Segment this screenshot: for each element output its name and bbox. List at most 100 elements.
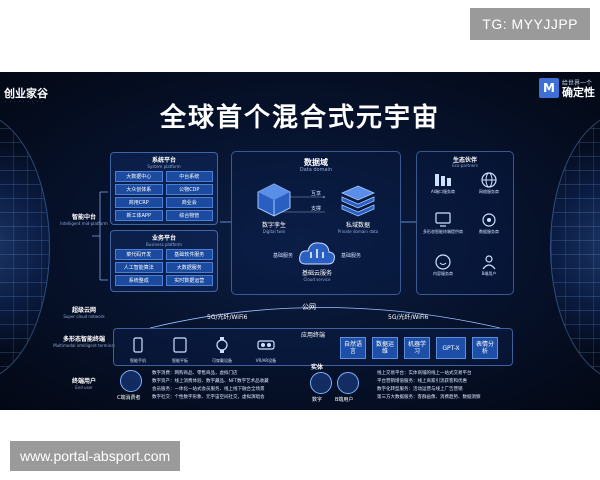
terminal-title: 应用终端 [300, 332, 325, 339]
system-cell: 商用CRP [115, 197, 163, 208]
label-mid-platform-zh: 智能中台 [71, 214, 96, 221]
brand-mark-icon: M [539, 78, 559, 98]
c-service-line: 会员服务：一体化一站式会员服务、线上线下融合全场景 [152, 387, 265, 392]
private-data-en: Private domain data [337, 229, 379, 234]
base-service-left-label: 基础服务 [272, 253, 293, 259]
eco-item-terminal: 多形态智能终端提供商 [422, 212, 464, 234]
b-user-icon [482, 255, 496, 270]
label-cloud-net-en: Super cloud network [63, 314, 105, 319]
digital-twin-en: Digital twin [262, 229, 286, 234]
digital-twin-zh: 数字孪生 [261, 222, 286, 229]
digital-twin-label: 数字孪生 Digital twin [246, 220, 302, 234]
cloud-service-zh: 基础云服务 [301, 270, 332, 277]
content-service-icon [435, 254, 451, 270]
eco-partners-subtitle: Eco-partners [452, 163, 478, 168]
entity-heading: 实体 [311, 364, 324, 371]
business-cell: 实时数据运营 [165, 275, 213, 286]
device-phone: 智能手机 [118, 337, 158, 364]
public-network-label: 公网 [302, 303, 316, 311]
device-label: 智能平板 [172, 358, 188, 363]
system-platform-subtitle: System platform [147, 164, 181, 169]
business-cell: 菜代码开发 [115, 249, 163, 260]
b-service-line: 第三方大数据服务：客群画像、消费趋势、数据洞察 [377, 395, 481, 400]
c-service-line: 数字资产：线上消费体验、数字藏品、NFT数字艺术品收藏 [152, 379, 269, 384]
digital-label: 数字 [312, 397, 323, 403]
phone-icon [133, 337, 143, 353]
cloud-service-icon [299, 242, 335, 265]
page-title: 全球首个混合式元宇宙 [159, 103, 440, 133]
watermark-bottom: www.portal-absport.com [10, 441, 181, 471]
link-bottom-label: 支撑 [310, 206, 321, 212]
device-tablet: 智能平板 [160, 337, 200, 364]
eco-partners-title: 生态伙伴 [452, 157, 477, 164]
network-right-label: 5G/光纤/WiFi6 [388, 314, 429, 321]
system-cell: 新工体APP [115, 210, 163, 221]
brand-logo-right: M 给世界一个 确定性 [539, 78, 595, 99]
system-platform-title: 系统平台 [151, 157, 176, 164]
business-platform-title: 业务平台 [151, 235, 176, 242]
network-left-label: 5G/光纤/WiFi6 [207, 314, 248, 321]
tech-chip: 数据运维 [372, 337, 398, 359]
b-service-line: 数字化转型服务：活动运营与线上广告营销 [377, 387, 463, 392]
b-user-label: B端用户 [335, 397, 354, 403]
brand-right-line2: 确定性 [562, 86, 595, 99]
label-cloud-net: 超级云网 Super cloud network [52, 305, 116, 319]
terminal-panel: 应用终端 智能手机 智能平板 可穿戴设备 VR/AR设备 自然语言 数据运维 机… [113, 328, 513, 366]
device-wearable: 可穿戴设备 [202, 337, 242, 364]
metaverse-slide: 创业家谷 · · · · · · · · · M 给世界一个 确定性 全球首个混… [0, 72, 600, 410]
vr-headset-icon [257, 340, 275, 350]
cloud-service-en: Cloud service [303, 277, 331, 282]
brand-logo-left-sub: · · · · · · · · · [5, 99, 44, 104]
system-cell: 大数据中心 [115, 171, 163, 182]
link-top-label: 互享 [310, 191, 321, 197]
device-label: 智能手机 [130, 358, 146, 363]
watermark-top: TG: MYYJJPP [470, 8, 590, 40]
label-end-user-en: End user [75, 385, 93, 390]
data-domain-title: 数据域 [304, 158, 328, 167]
brand-right-line1: 给世界一个 [562, 80, 593, 87]
data-domain-panel: 数据域 Data domain 数字孪生 Digital twin 私域数据 P… [231, 151, 401, 295]
device-label: VR/AR设备 [255, 358, 277, 363]
eco-item-label: 网络服务商 [479, 189, 499, 194]
data-service-icon [482, 213, 496, 227]
digital-icon [310, 372, 332, 394]
business-cell: 系统整成 [115, 275, 163, 286]
eco-item-data: 数据服务商 [468, 212, 510, 234]
label-terminal-en: Multimodal intelligent terminal [53, 343, 115, 348]
system-platform-panel: 系统平台 System platform 大数据中心 中台系统 大众创体系 公物… [110, 152, 218, 225]
business-cell: 基础软件服务 [165, 249, 213, 260]
wearable-icon [216, 337, 228, 353]
tech-chip: GPT-X [436, 337, 466, 359]
b-service-line: 平台营销增值服务：线上商家引流获客和优惠 [377, 379, 467, 384]
eco-item-label: B端用户 [481, 271, 497, 276]
system-cell: 中台系统 [165, 171, 213, 182]
tech-chip: 表情分析 [472, 337, 498, 359]
private-data-zh: 私域数据 [345, 222, 370, 229]
label-cloud-net-zh: 超级云网 [71, 307, 96, 314]
device-label: 可穿戴设备 [212, 358, 232, 363]
c-consumer-label: C端消费者 [117, 395, 141, 401]
system-cell: 公物CDP [165, 184, 213, 195]
label-end-user: 终端用户 End user [52, 376, 116, 390]
label-mid-platform: 智能中台 Intelligent mid-platform [52, 212, 116, 226]
globe-icon [481, 172, 497, 188]
c-service-line: 数字消费：网购商品、零售商品，虚拟门店 [152, 371, 238, 376]
c-service-line: 数字社交：个性数字形象、元宇宙空间社交，虚拟演唱会 [152, 395, 265, 400]
label-end-user-zh: 终端用户 [71, 378, 96, 385]
eco-item-label: 数据服务商 [479, 229, 499, 234]
eco-item-label: AI端口服务商 [431, 189, 455, 194]
c-consumer-icon [120, 370, 142, 392]
business-cell: 人工智能算法 [115, 262, 163, 273]
label-terminal: 多形态智能终端 Multimodal intelligent terminal [52, 334, 116, 348]
data-domain-subtitle: Data domain [299, 167, 333, 173]
private-data-label: 私域数据 Private domain data [330, 220, 386, 234]
eco-item-ai: AI端口服务商 [422, 172, 464, 194]
business-cell: 大数据服务 [165, 262, 213, 273]
eco-item-label: 内容服务商 [433, 271, 453, 276]
eco-item-b-user: B端用户 [468, 254, 510, 276]
tech-chip: 机器学习 [404, 337, 430, 359]
system-cell: 大众创体系 [115, 184, 163, 195]
private-data-stack-icon [341, 185, 375, 217]
cloud-service-label: 基础云服务 Cloud service [289, 268, 345, 282]
tech-chip: 自然语言 [340, 337, 366, 359]
